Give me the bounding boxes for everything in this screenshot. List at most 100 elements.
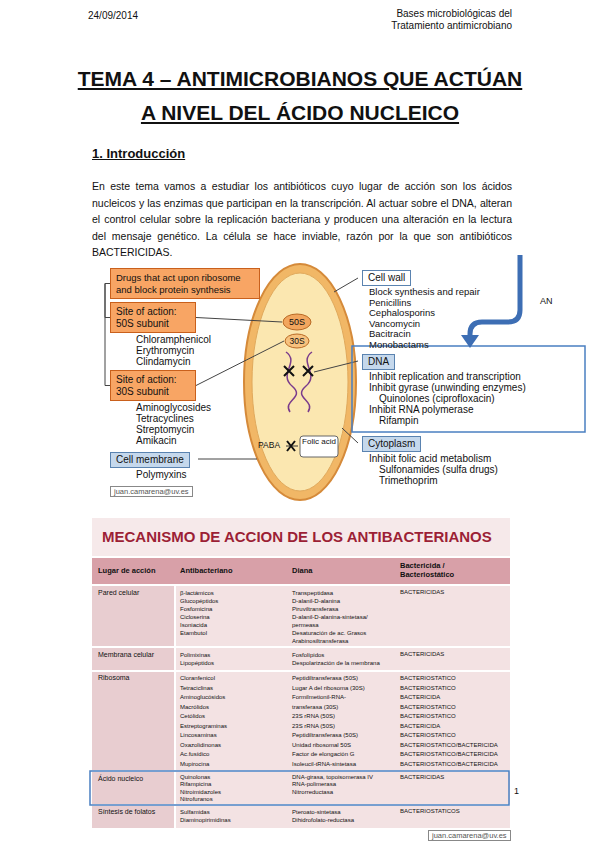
target-cell: D-alanil-D-alanina-sintetasa/ — [292, 613, 368, 621]
drug-cell: Lipopéptidos — [180, 659, 214, 667]
drug-item: Rifampin — [369, 415, 526, 426]
drug-cell: Cicloserina — [180, 613, 210, 621]
section-heading: 1. Introducción — [92, 146, 185, 162]
drug-cell: Lincosaminas — [180, 731, 217, 741]
structure-box: DNAInhibit replication and transcription… — [362, 354, 395, 370]
column-header: Bactericida / Bacteriostático — [400, 561, 470, 579]
box-heading: Cell membrane — [116, 454, 184, 466]
block-mark — [287, 441, 295, 451]
drug-cell: Nitrofuranos — [180, 796, 213, 803]
drug-item: Aminoglycosides — [136, 402, 211, 413]
site-cell: Membrana celular — [98, 651, 154, 660]
drug-cell: Cetólidos — [180, 712, 205, 722]
drug-item: Streptomycin — [136, 424, 211, 435]
drug-item: Erythromycin — [136, 345, 211, 356]
drug-item: Bacitracin — [369, 329, 480, 340]
drug-item: Monobactams — [369, 340, 480, 351]
annotation: AN — [540, 296, 553, 307]
table-cell — [176, 772, 510, 804]
target-cell: Peptidiltransferasa (50S) — [292, 674, 358, 684]
target-cell: D-alanil-D-alanina — [292, 597, 340, 605]
box-heading: 30S — [289, 336, 304, 346]
site-cell: Ribosoma — [98, 674, 130, 683]
effect-cell: BACTERIOSTATICO/BACTERICIDA — [400, 741, 498, 751]
drug-cell: Isoniacida — [180, 621, 207, 629]
effect-cell: BACTERICIDAS — [400, 774, 444, 782]
ribosome-subunit: 50S — [282, 313, 312, 331]
table-cell — [176, 806, 510, 828]
site-box: Site of action: 30S subunitAminoglycosid… — [110, 370, 196, 401]
box-heading: 50S — [289, 317, 305, 328]
drug-item: Amikacin — [136, 435, 211, 446]
page-number: 1 — [514, 786, 519, 797]
table-cell — [176, 586, 510, 646]
drug-item: Chloramphenicol — [136, 334, 211, 345]
table-cell — [92, 672, 174, 770]
drug-cell: Polimixinas — [180, 651, 210, 659]
highlight-box — [90, 771, 509, 805]
drug-cell: Macrólidos — [180, 703, 209, 713]
highlight-box — [352, 346, 585, 432]
effect-cell: BACTERIOSTATICO — [400, 731, 456, 741]
target-cell: Desaturación de ac. Grasos — [292, 629, 366, 637]
course-header: Bases microbiológicas del Tratamiento an… — [372, 8, 512, 32]
target-cell: Unidad ribosomal 50S — [292, 741, 351, 751]
drug-cell: Diaminopirimidinas — [180, 816, 231, 824]
drug-item: Inhibit RNA polymerase — [369, 404, 526, 415]
box-heading: Drugs that act upon ribosome and block p… — [116, 272, 254, 295]
box-heading: Cytoplasm — [368, 438, 415, 450]
effect-cell: BACTERICIDAS — [400, 589, 444, 597]
date-header: 24/09/2014 — [88, 10, 138, 23]
target-cell: Peptidiltransferasa (50S) — [292, 731, 358, 741]
structure-box: Cell wallBlock synthesis and repairPenic… — [362, 270, 411, 286]
target-cell: Fosfolípidos — [292, 651, 324, 659]
target-cell: permeasa — [292, 621, 319, 629]
ribosome-outline — [285, 334, 309, 348]
drug-cell: Sulfamidas — [180, 808, 210, 816]
target-cell: DNA-girasa, topoisomerasa IV — [292, 774, 373, 781]
target-cell: 23S rRNA (50S) — [292, 712, 335, 722]
drug-item: Clindamycin — [136, 356, 211, 367]
target-cell: Isoleucil-tRNA-sintetasa — [292, 760, 356, 770]
drug-cell: Mupirocina — [180, 760, 209, 770]
drug-item: Sulfonamides (sulfa drugs) — [369, 464, 498, 475]
cell-wall-shape — [244, 264, 356, 500]
target-cell: Despolarización de la membrana — [292, 659, 380, 667]
site-cell: Pared celular — [98, 589, 139, 598]
drug-cell: Quinolonas — [180, 774, 210, 781]
effect-cell: BACTERIOSTATICO — [400, 703, 456, 713]
table-title: MECANISMO DE ACCION DE LOS ANTIBACTERIAN… — [102, 528, 492, 547]
site-box: Site of action: 50S subunitChloramphenic… — [110, 302, 196, 333]
drug-item: Block synthesis and repair — [369, 287, 480, 298]
column-header: Diana — [292, 566, 312, 575]
effect-cell: BACTERIOSTATICO/BACTERICIDA — [400, 750, 498, 760]
effect-cell: BACTERIOSTATICO — [400, 674, 456, 684]
ribosome-outline — [283, 314, 311, 330]
target-cell: transferasa (30S) — [292, 703, 338, 713]
effect-cell: BACTERIOSTATICO — [400, 712, 456, 722]
target-cell: Factor de elongación G — [292, 750, 354, 760]
table-cell — [176, 672, 510, 770]
leader-connector — [196, 318, 282, 323]
effect-cell: BACTERIOSTATICOS — [400, 808, 460, 816]
molecule-label: PABA — [258, 440, 280, 451]
site-cell: Síntesis de folatos — [98, 808, 155, 817]
page-title: TEMA 4 – ANTIMICROBIANOS QUE ACTÚAN A NI… — [70, 62, 530, 130]
leader-lines — [198, 278, 358, 459]
watermark: juan.camarena@uv.es — [110, 486, 193, 497]
drug-item: Inhibit replication and transcription — [369, 371, 526, 382]
drug-cell: Tetraciclinas — [180, 684, 213, 694]
pointer-arrowhead — [461, 335, 479, 348]
table-cell — [176, 648, 510, 670]
drug-item: Inhibit folic acid metabolism — [369, 453, 498, 464]
box-heading: DNA — [368, 356, 389, 368]
block-mark — [284, 366, 313, 376]
target-cell: Transpeptidasa — [292, 589, 333, 597]
leader-line — [334, 278, 358, 292]
drug-item: Cephalosporins — [369, 308, 480, 319]
drug-cell: Oxazolidinonas — [180, 741, 221, 751]
bacterial-cell — [244, 264, 356, 500]
table-cell — [92, 586, 174, 646]
molecule-label: Folic acid — [302, 437, 336, 446]
